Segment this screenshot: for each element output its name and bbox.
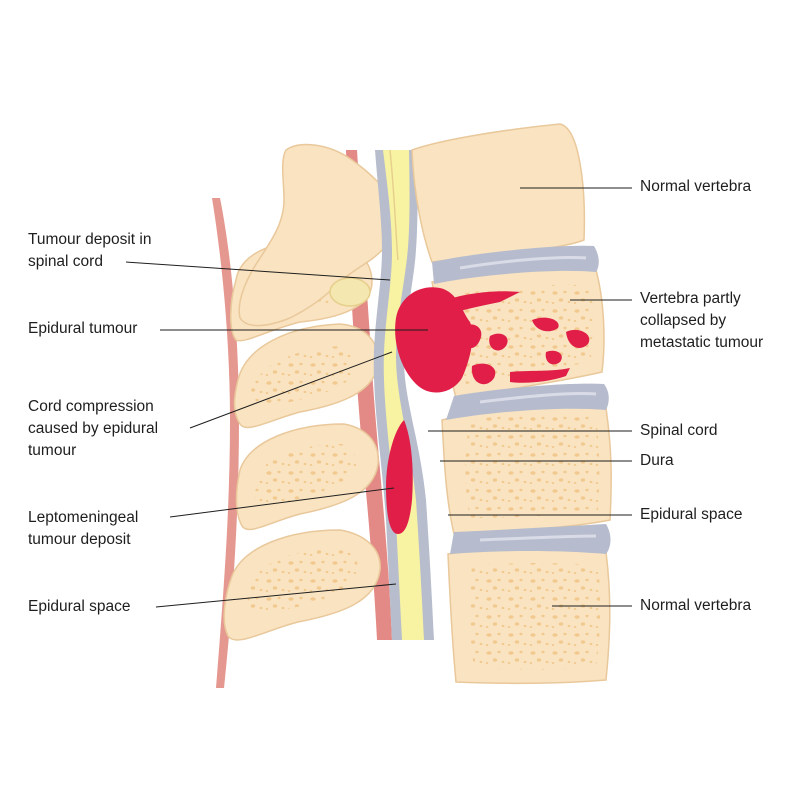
label-epidural-space-right: Epidural space <box>640 506 743 523</box>
top-posterior-bone <box>238 143 398 327</box>
cord-tumour-deposit <box>329 277 371 307</box>
intervertebral-discs <box>432 245 611 554</box>
spinal-cord <box>383 150 424 640</box>
leader-epidural-space-left <box>155 583 397 608</box>
label-normal-vertebra-bottom: Normal vertebra <box>640 597 752 614</box>
metastatic-tumour <box>395 287 590 393</box>
label-normal-vertebra-top: Normal vertebra <box>640 178 752 195</box>
vertebral-pores <box>450 284 601 670</box>
label-spinal-cord: Spinal cord <box>640 422 718 439</box>
label-leptomeningeal: Leptomeningeal tumour deposit <box>28 509 139 548</box>
label-cord-compression: Cord compression caused by epidural tumo… <box>28 398 159 459</box>
label-tumour-deposit-cord: Tumour deposit in spinal cord <box>28 231 152 270</box>
leader-cord-compression <box>189 351 393 429</box>
label-vertebra-collapsed: Vertebra partly collapsed by metastatic … <box>640 290 764 351</box>
leader-lines <box>125 187 632 608</box>
leptomeningeal-deposit <box>386 420 413 534</box>
leader-tumour-deposit-cord <box>125 261 391 281</box>
label-epidural-space-left: Epidural space <box>28 598 131 615</box>
label-dura: Dura <box>640 452 674 469</box>
label-epidural-tumour: Epidural tumour <box>28 320 138 337</box>
leader-leptomeningeal <box>169 487 395 518</box>
